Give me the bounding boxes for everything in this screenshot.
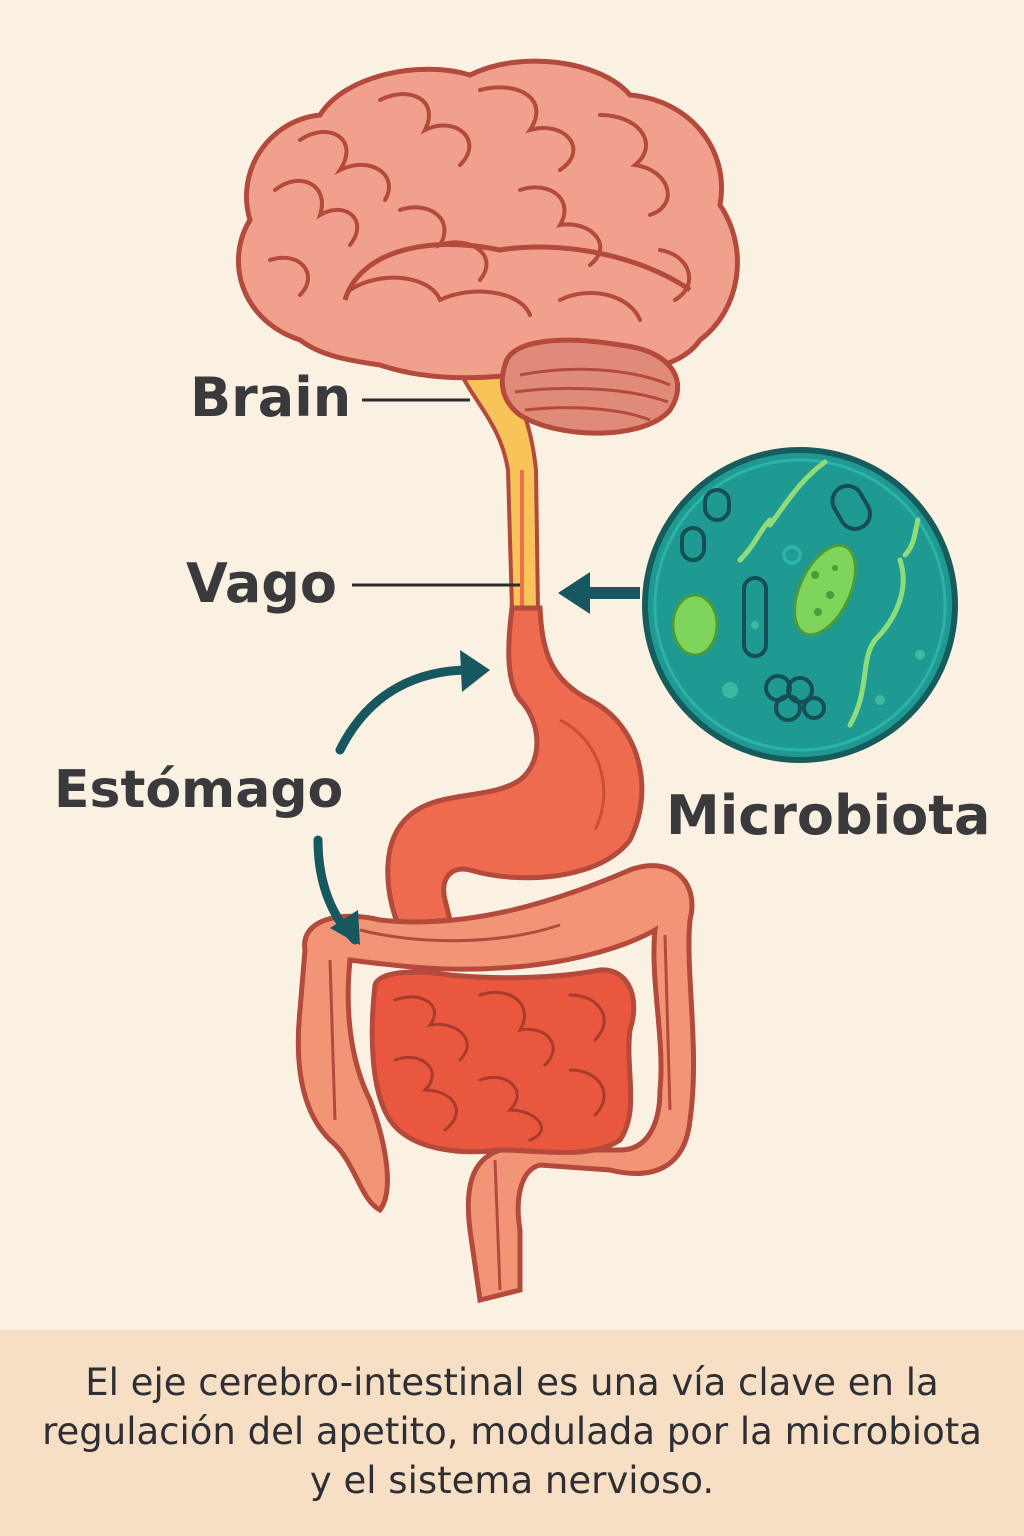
bacteria-icons <box>680 483 872 722</box>
brain-illustration <box>235 58 740 436</box>
left-arrowhead-icon <box>558 572 590 614</box>
microbiota-arrow <box>558 572 640 614</box>
vagus-label: Vago <box>186 552 338 615</box>
microbiota-circle <box>642 447 958 763</box>
up-curved-arrow <box>335 665 475 755</box>
large-intestine <box>295 863 697 1304</box>
up-arrowhead-icon <box>460 650 490 692</box>
microbiota-label: Microbiota <box>666 784 991 847</box>
flagella-bacteria <box>737 459 921 728</box>
small-intestine <box>369 967 637 1155</box>
stomach-label: Estómago <box>54 760 344 820</box>
down-arrowhead-icon <box>330 910 360 945</box>
caption-text: El eje cerebro-intestinal es una vía cla… <box>42 1361 982 1502</box>
caption-band <box>0 1330 1024 1536</box>
stomach-illustration <box>385 605 645 928</box>
brain-label: Brain <box>190 366 352 429</box>
gut-brain-axis-diagram <box>235 58 958 1304</box>
leader-lines <box>352 398 520 587</box>
green-bacteria <box>671 543 857 657</box>
